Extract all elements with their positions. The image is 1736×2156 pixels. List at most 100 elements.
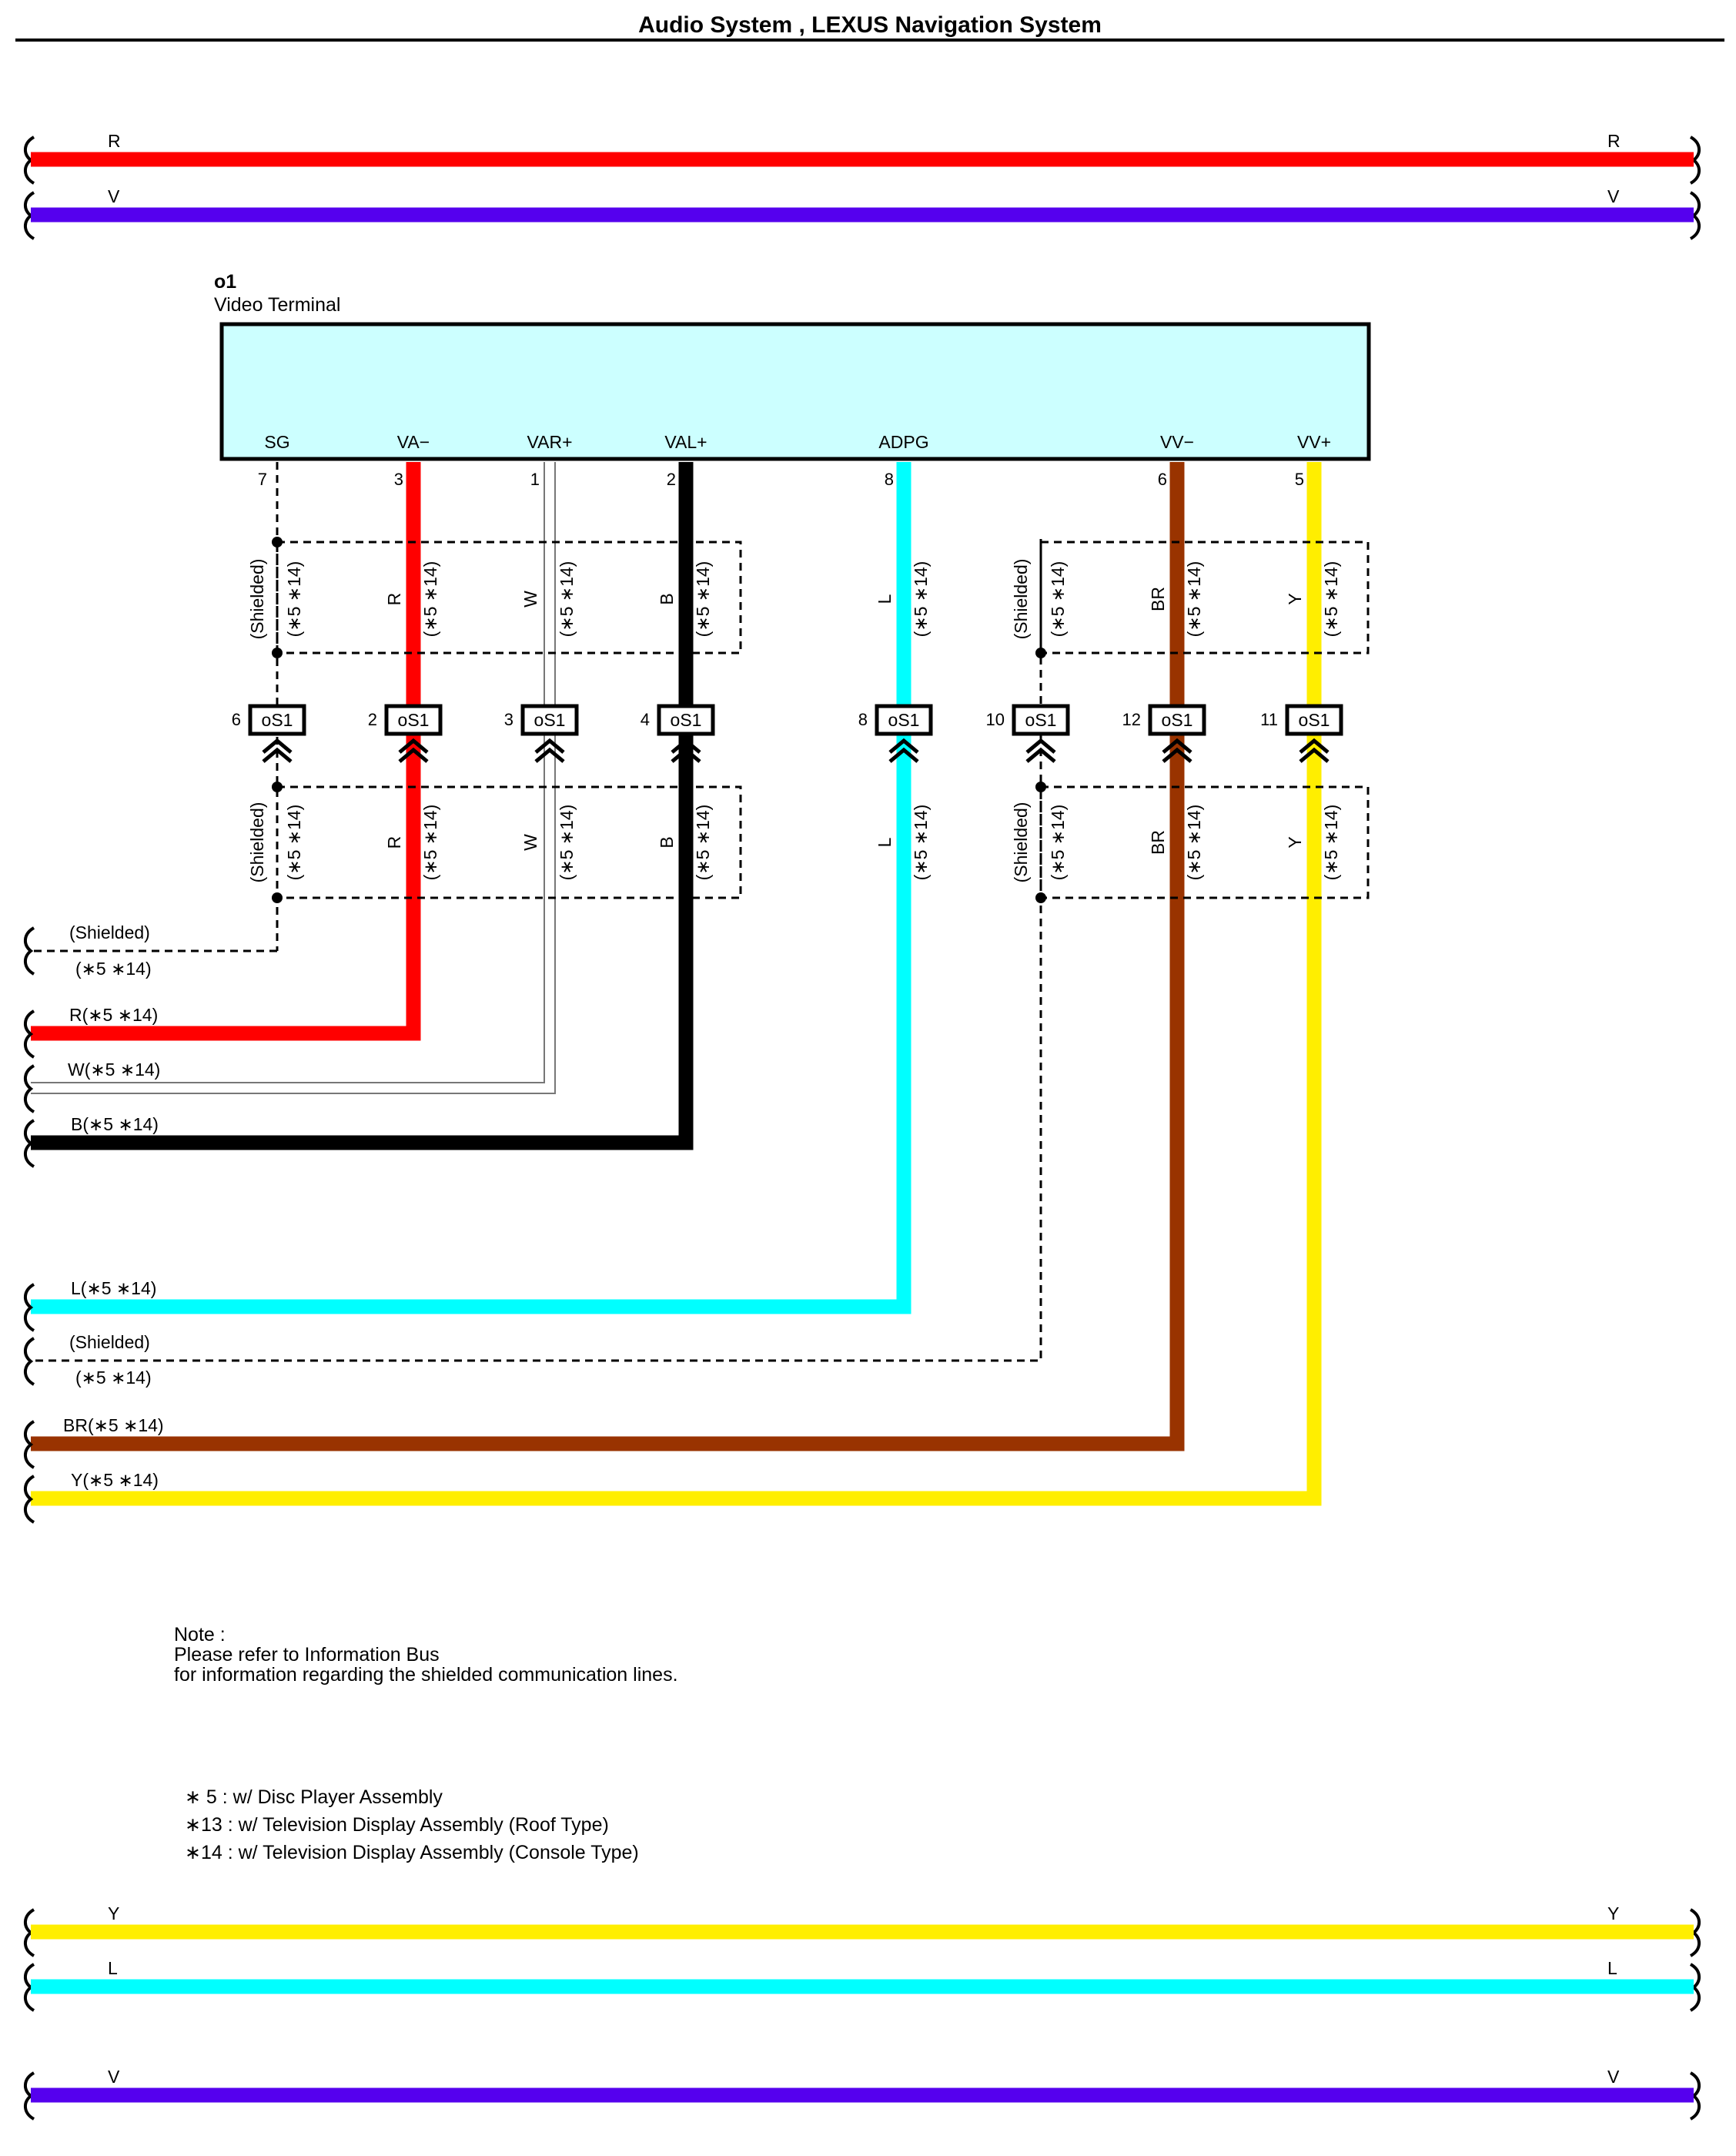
pin-num-sg: 7 bbox=[258, 470, 267, 489]
pin-label-va-minus: VA− bbox=[397, 432, 430, 452]
left-label-shielded-2: (Shielded) bbox=[69, 1332, 150, 1352]
svg-text:B: B bbox=[657, 593, 677, 604]
svg-text:oS1: oS1 bbox=[262, 710, 293, 730]
svg-text:(∗5 ∗14): (∗5 ∗14) bbox=[1048, 561, 1068, 638]
through-wire-top-v: V V bbox=[23, 186, 1701, 240]
left-label-b: B(∗5 ∗14) bbox=[71, 1114, 159, 1134]
left-wire-ends bbox=[23, 926, 35, 1524]
svg-text:(Shielded): (Shielded) bbox=[247, 559, 267, 640]
svg-text:oS1: oS1 bbox=[671, 710, 702, 730]
left-label-r: R(∗5 ∗14) bbox=[69, 1005, 158, 1025]
svg-text:R: R bbox=[384, 593, 404, 606]
svg-text:(Shielded): (Shielded) bbox=[1011, 559, 1031, 640]
pin-num-adpg: 8 bbox=[885, 470, 894, 489]
wire-b bbox=[31, 462, 694, 1150]
svg-text:10: 10 bbox=[986, 710, 1005, 729]
svg-text:L: L bbox=[1607, 1958, 1617, 1978]
svg-text:(∗5 ∗14): (∗5 ∗14) bbox=[420, 561, 440, 638]
wire-tags-upper: (Shielded) (∗5 ∗14) R (∗5 ∗14) W (∗5 ∗14… bbox=[247, 559, 1341, 640]
svg-text:(∗5 ∗14): (∗5 ∗14) bbox=[1321, 805, 1341, 881]
svg-text:(∗5 ∗14): (∗5 ∗14) bbox=[284, 805, 304, 881]
svg-text:L: L bbox=[875, 837, 895, 847]
connector-os1-pin-4: oS1 4 bbox=[641, 704, 715, 763]
footnote-14: ∗14 : w/ Television Display Assembly (Co… bbox=[185, 1842, 639, 1863]
connector-os1-pin-6: oS1 6 bbox=[232, 704, 306, 763]
note-line-2: for information regarding the shielded c… bbox=[174, 1664, 678, 1686]
through-wire-bottom-y: Y Y bbox=[23, 1903, 1701, 1957]
svg-text:(∗5 ∗14): (∗5 ∗14) bbox=[911, 805, 931, 881]
svg-text:L: L bbox=[108, 1958, 118, 1978]
svg-text:(∗5 ∗14): (∗5 ∗14) bbox=[1184, 805, 1204, 881]
svg-text:V: V bbox=[108, 186, 120, 206]
note-heading: Note : bbox=[174, 1624, 226, 1645]
video-terminal-box bbox=[219, 322, 1371, 461]
note-line-1: Please refer to Information Bus bbox=[174, 1644, 440, 1666]
left-label-shielded-1: (Shielded) bbox=[69, 922, 150, 942]
shield-box-2-upper bbox=[1039, 541, 1370, 654]
svg-text:R: R bbox=[108, 131, 121, 151]
left-label-shielded-2-sub: (∗5 ∗14) bbox=[75, 1368, 152, 1388]
left-label-y: Y(∗5 ∗14) bbox=[71, 1470, 159, 1490]
svg-text:V: V bbox=[1607, 186, 1620, 206]
footnote-5: ∗ 5 : w/ Disc Player Assembly bbox=[185, 1786, 443, 1808]
svg-text:(∗5 ∗14): (∗5 ∗14) bbox=[911, 561, 931, 638]
pin-num-vv-plus: 5 bbox=[1295, 470, 1304, 489]
svg-text:(∗5 ∗14): (∗5 ∗14) bbox=[1184, 561, 1204, 638]
svg-text:(∗5 ∗14): (∗5 ∗14) bbox=[693, 561, 713, 638]
connector-os1-pin-12: oS1 12 bbox=[1122, 704, 1206, 763]
pin-num-va-minus: 3 bbox=[394, 470, 403, 489]
wire-tags-lower: (Shielded) (∗5 ∗14) R (∗5 ∗14) W (∗5 ∗14… bbox=[247, 802, 1341, 883]
svg-text:12: 12 bbox=[1122, 710, 1141, 729]
svg-text:6: 6 bbox=[232, 710, 241, 729]
pin-label-var-plus: VAR+ bbox=[527, 432, 572, 452]
svg-text:(∗5 ∗14): (∗5 ∗14) bbox=[1321, 561, 1341, 638]
pin-num-vv-minus: 6 bbox=[1158, 470, 1167, 489]
svg-text:(∗5 ∗14): (∗5 ∗14) bbox=[420, 805, 440, 881]
svg-text:L: L bbox=[875, 594, 895, 604]
wire-y bbox=[31, 462, 1322, 1506]
terminal-id: o1 bbox=[214, 271, 236, 293]
left-label-br: BR(∗5 ∗14) bbox=[63, 1415, 164, 1435]
svg-text:BR: BR bbox=[1148, 587, 1168, 611]
pin-num-val-plus: 2 bbox=[667, 470, 676, 489]
svg-text:(∗5 ∗14): (∗5 ∗14) bbox=[693, 805, 713, 881]
through-wire-top-r: R R bbox=[23, 131, 1701, 185]
svg-text:W: W bbox=[520, 834, 540, 851]
svg-text:oS1: oS1 bbox=[888, 710, 920, 730]
shield-box-1-upper bbox=[276, 541, 742, 654]
connector-os1-pin-10: oS1 10 bbox=[986, 704, 1070, 763]
svg-text:B: B bbox=[657, 836, 677, 848]
svg-text:(∗5 ∗14): (∗5 ∗14) bbox=[284, 561, 304, 638]
footnote-13: ∗13 : w/ Television Display Assembly (Ro… bbox=[185, 1814, 609, 1836]
wire-shielded-2 bbox=[31, 539, 1042, 1362]
svg-text:Y: Y bbox=[1285, 836, 1305, 848]
connector-os1-pin-3: oS1 3 bbox=[504, 704, 579, 763]
svg-text:BR: BR bbox=[1148, 830, 1168, 855]
svg-text:(∗5 ∗14): (∗5 ∗14) bbox=[1048, 805, 1068, 881]
svg-text:4: 4 bbox=[641, 710, 650, 729]
svg-text:oS1: oS1 bbox=[1025, 710, 1057, 730]
svg-text:2: 2 bbox=[368, 710, 377, 729]
svg-text:Y: Y bbox=[1607, 1903, 1619, 1923]
left-label-l: L(∗5 ∗14) bbox=[71, 1278, 156, 1298]
svg-text:oS1: oS1 bbox=[1162, 710, 1193, 730]
shield-box-2-lower bbox=[1039, 785, 1370, 899]
shield-dots bbox=[272, 537, 1046, 903]
svg-text:11: 11 bbox=[1260, 710, 1278, 729]
svg-text:(Shielded): (Shielded) bbox=[247, 802, 267, 883]
pin-label-vv-minus: VV− bbox=[1160, 432, 1194, 452]
svg-text:Y: Y bbox=[108, 1903, 119, 1923]
svg-text:V: V bbox=[1607, 2067, 1620, 2087]
wire-w bbox=[31, 462, 554, 1093]
left-label-w: W(∗5 ∗14) bbox=[68, 1060, 160, 1080]
terminal-name: Video Terminal bbox=[214, 294, 340, 316]
svg-text:R: R bbox=[384, 836, 404, 849]
svg-text:oS1: oS1 bbox=[398, 710, 430, 730]
svg-text:(Shielded): (Shielded) bbox=[1011, 802, 1031, 883]
pin-num-var-plus: 1 bbox=[530, 470, 540, 489]
svg-text:(∗5 ∗14): (∗5 ∗14) bbox=[557, 561, 577, 638]
svg-text:W: W bbox=[520, 591, 540, 608]
svg-text:R: R bbox=[1607, 131, 1621, 151]
through-wire-bottom-v: V V bbox=[23, 2067, 1701, 2121]
